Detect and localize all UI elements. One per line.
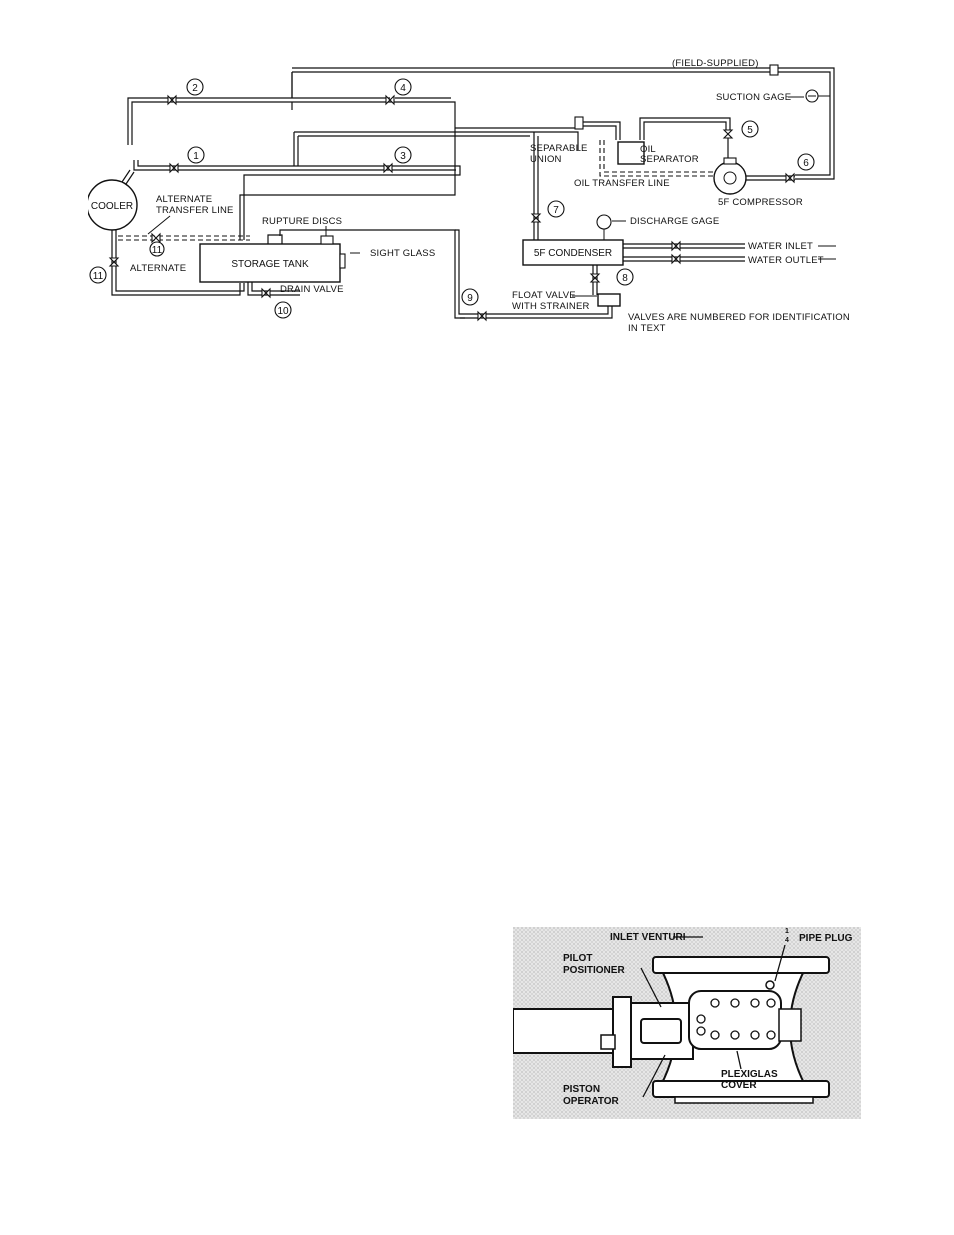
refrigeration-piping-diagram: (FIELD-SUPPLIED) SUCTION GAGE 2 4 1 3 CO… [88,58,850,334]
suction-line-upper [127,72,456,240]
pilot-positioner-label-1: PILOT [563,953,592,964]
float-valve [597,293,621,307]
oil-transfer-line-label: OIL TRANSFER LINE [574,178,670,189]
pipe-plug-label: PIPE PLUG [799,933,853,944]
svg-text:7: 7 [553,205,559,216]
alternate-transfer-line-label-1: ALTERNATE [156,194,212,205]
plexiglas-cover-label-2: COVER [721,1080,757,1091]
valve-9: 9 [461,288,487,322]
water-inlet-label: WATER INLET [748,241,813,252]
valve-11-alternate: 11 [149,232,165,257]
pipe-plug-fraction-den: 4 [785,937,789,944]
plexiglas-cover-label-1: PLEXIGLAS [721,1069,778,1080]
svg-text:4: 4 [400,83,406,94]
inlet-venturi-label: INLET VENTURI [610,932,686,943]
cover-bolts [696,998,776,1040]
piston-operator-label-1: PISTON [563,1084,600,1095]
valve-11: 11 [89,257,120,284]
valve-5: 5 [722,120,759,139]
storage-tank [199,243,341,283]
valve-2: 2 [167,78,204,106]
svg-text:2: 2 [192,83,198,94]
discharge-gage-icon [596,214,612,230]
inlet-venturi-illustration: INLET VENTURI 1 4 PIPE PLUG PILOT POSITI… [513,927,861,1119]
separable-union-icon [574,116,584,130]
water-outlet-valve [671,253,681,265]
svg-text:10: 10 [277,306,289,317]
float-valve-label-2: WITH STRAINER [512,301,590,312]
suction-line-lower [133,131,530,240]
field-supplied-line [292,67,835,180]
sight-glass-label: SIGHT GLASS [370,248,435,259]
valve-6: 6 [785,153,815,184]
water-outlet-label: WATER OUTLET [748,255,824,266]
float-valve-label-1: FLOAT VALVE [512,290,576,301]
venturi-top-flange [652,956,830,974]
water-inlet-valve [671,240,681,252]
pilot-positioner-label-2: POSITIONER [563,965,625,976]
compressor-label: 5F COMPRESSOR [718,197,803,208]
valve-4: 4 [385,78,412,106]
drain-valve-label: DRAIN VALVE [280,284,344,295]
pipe-plug-fraction-num: 1 [785,928,789,935]
valve-1: 1 [169,146,205,174]
svg-text:6: 6 [803,158,809,169]
separable-union-label-1: SEPARABLE [530,143,588,154]
svg-text:5: 5 [747,125,753,136]
discharge-gage-label: DISCHARGE GAGE [630,216,719,227]
alternate-label: ALTERNATE [130,263,186,274]
sight-glass-icon [339,253,346,269]
valve-3: 3 [383,146,412,174]
svg-text:11: 11 [152,245,163,256]
rupture-discs-icon [320,235,334,245]
separable-union-label-2: UNION [530,154,562,165]
drain-valve-10: 10 [261,287,292,319]
oil-separator-label-1: OIL [640,144,656,155]
cooler-label: COOLER [91,201,133,212]
svg-text:11: 11 [93,271,104,282]
svg-text:3: 3 [400,151,406,162]
oil-separator-label-2: SEPARATOR [640,154,699,165]
note-line-2: IN TEXT [628,323,666,334]
rupture-discs-label: RUPTURE DISCS [262,216,342,227]
storage-tank-label: STORAGE TANK [231,259,309,270]
condenser-label: 5F CONDENSER [534,248,612,259]
valve-7: 7 [530,200,565,223]
field-supplied-union [769,64,779,76]
note-line-1: VALVES ARE NUMBERED FOR IDENTIFICATION [628,312,850,323]
pipe-plug-icon [765,980,775,990]
compressor [713,161,747,195]
alternate-transfer-line-label-2: TRANSFER LINE [156,205,234,216]
svg-text:9: 9 [467,293,473,304]
condenser [522,239,624,266]
piston-operator-label-2: OPERATOR [563,1096,620,1107]
svg-text:8: 8 [622,273,628,284]
oil-separator [617,141,645,165]
alternate-transfer-line [118,235,250,241]
field-supplied-label: (FIELD-SUPPLIED) [672,58,759,69]
pilot-positioner [640,1018,682,1044]
svg-text:1: 1 [193,151,199,162]
suction-gage-label: SUCTION GAGE [716,92,791,103]
valve-8: 8 [589,268,634,286]
